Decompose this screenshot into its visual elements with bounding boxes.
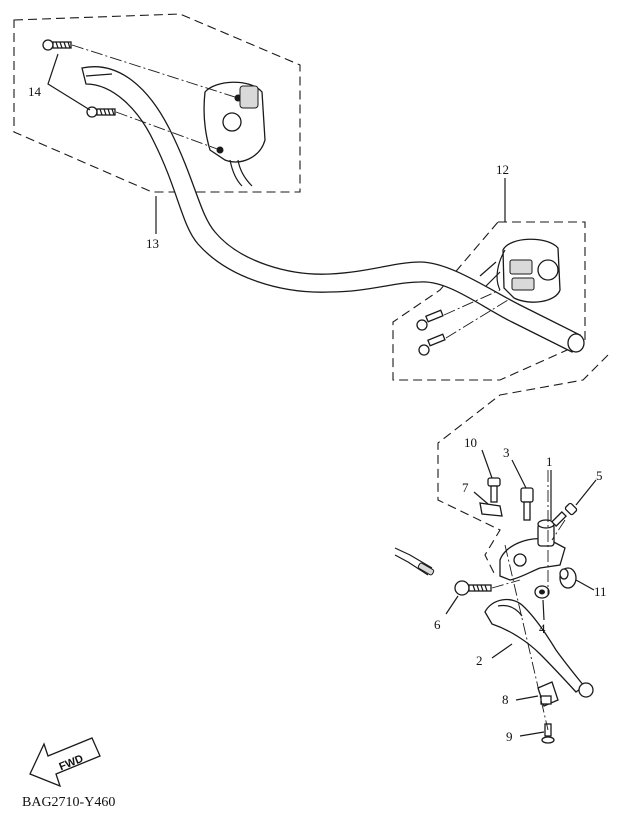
callout-8: 8	[502, 692, 509, 707]
screw-axis-12b	[445, 299, 509, 339]
left-handlebar-switch	[203, 81, 266, 187]
leader-10	[481, 449, 493, 479]
screw-12b	[418, 333, 446, 356]
bolt-3	[520, 487, 534, 521]
leader-3	[511, 459, 527, 489]
assembly-axis-pin	[504, 544, 549, 731]
leader-9	[519, 731, 545, 737]
screw-9	[541, 723, 555, 744]
nut-4	[534, 585, 550, 599]
bolt-10	[487, 477, 501, 503]
assembly-axis-screw5	[551, 519, 566, 541]
callout-9: 9	[506, 729, 513, 744]
clutch-lever	[484, 598, 594, 698]
figure-code: BAG2710-Y460	[22, 795, 115, 810]
callout-7: 7	[462, 480, 469, 495]
leader-11	[575, 579, 595, 591]
callout-1: 1	[546, 454, 553, 469]
callout-4: 4	[539, 621, 546, 636]
screw-axis-12a	[443, 289, 501, 316]
lever-holder	[499, 519, 566, 581]
leader-14	[47, 53, 91, 111]
bolt-6	[454, 580, 492, 596]
leader-2	[491, 643, 513, 659]
callout-3: 3	[503, 445, 510, 460]
leader-8	[515, 695, 539, 701]
callout-6: 6	[434, 617, 441, 632]
right-handlebar-switch	[479, 238, 561, 303]
leader-6	[445, 595, 459, 615]
screw-axis-14b	[115, 111, 221, 151]
group-outline-14	[13, 13, 301, 193]
adjuster-7	[479, 502, 503, 517]
callout-2: 2	[476, 653, 483, 668]
fwd-arrow-icon: FWD	[29, 737, 101, 788]
group-outline-12	[392, 221, 586, 381]
callout-10: 10	[464, 435, 477, 450]
leader-5	[575, 479, 597, 506]
assembly-axis-bolt6	[491, 579, 521, 589]
screw-14a	[42, 39, 72, 51]
clutch-cable-end	[394, 547, 435, 576]
screw-axis-14a	[71, 44, 239, 99]
group-outline-lever	[437, 354, 609, 576]
callout-13: 13	[146, 236, 159, 251]
screw-12a	[416, 309, 444, 331]
callout-11: 11	[594, 584, 607, 599]
pin-8	[537, 681, 559, 707]
screw-5	[551, 502, 578, 527]
leader-4	[542, 599, 545, 621]
callout-5: 5	[596, 468, 603, 483]
screw-14b	[86, 106, 116, 118]
leader-7	[473, 491, 489, 505]
handlebar	[81, 66, 585, 353]
collar-11	[559, 567, 577, 589]
callout-14: 14	[28, 84, 42, 99]
callout-12: 12	[496, 162, 509, 177]
